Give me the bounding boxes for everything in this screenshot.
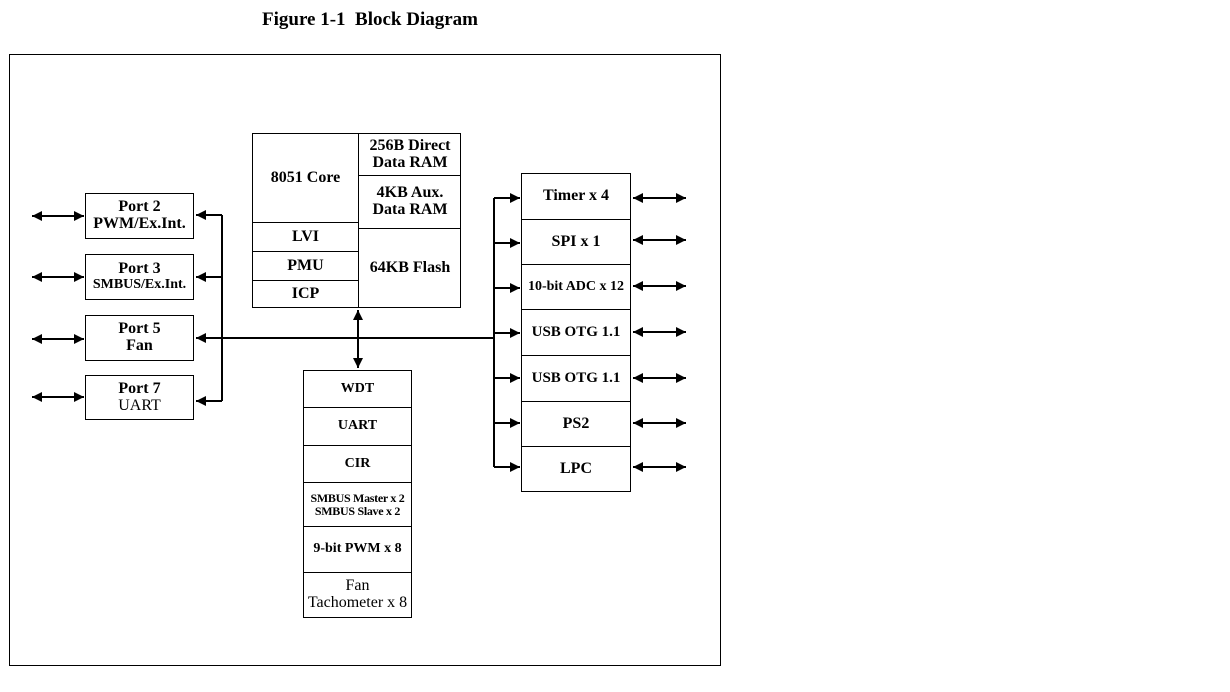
right-peripheral-stack: Timer x 4 SPI x 1 10-bit ADC x 12 USB OT… <box>521 173 631 492</box>
spi-label: SPI x 1 <box>551 232 601 250</box>
port-7-name: Port 7 <box>118 379 161 397</box>
lpc-block: LPC <box>522 447 630 491</box>
fan-tach-block: Fan Tachometer x 8 <box>304 573 411 617</box>
port-3-function: SMBUS/Ex.Int. <box>92 277 187 293</box>
uart-label: UART <box>337 418 378 434</box>
timer-block: Timer x 4 <box>522 174 630 220</box>
lpc-label: LPC <box>560 459 592 477</box>
port-7-box: Port 7 UART <box>85 375 194 420</box>
figure-title: Figure 1-1 Block Diagram <box>262 9 479 30</box>
wdt-block: WDT <box>304 371 411 408</box>
core-8051: 8051 Core <box>253 134 359 223</box>
ram-direct-line1: 256B Direct <box>369 136 451 154</box>
usb-otg-1-block: USB OTG 1.1 <box>522 310 630 356</box>
port-2-box: Port 2 PWM/Ex.Int. <box>85 193 194 239</box>
port-5-box: Port 5 Fan <box>85 315 194 361</box>
lvi-label: LVI <box>292 227 319 245</box>
smbus-block: SMBUS Master x 2 SMBUS Slave x 2 <box>304 483 411 527</box>
port-3-box: Port 3 SMBUS/Ex.Int. <box>85 254 194 300</box>
center-peripheral-stack: WDT UART CIR SMBUS Master x 2 SMBUS Slav… <box>303 370 412 618</box>
smbus-master-label: SMBUS Master x 2 <box>310 490 405 505</box>
timer-label: Timer x 4 <box>542 187 610 205</box>
spi-block: SPI x 1 <box>522 220 630 265</box>
adc-block: 10-bit ADC x 12 <box>522 265 630 310</box>
core-8051-label: 8051 Core <box>270 168 341 186</box>
flash-block: 64KB Flash <box>359 229 461 307</box>
usb-otg-2-block: USB OTG 1.1 <box>522 356 630 402</box>
pwm-label: 9-bit PWM x 8 <box>313 541 402 557</box>
diagram-frame <box>9 54 721 666</box>
port-7-function: UART <box>118 396 161 414</box>
lvi-block: LVI <box>253 223 359 252</box>
pmu-block: PMU <box>253 252 359 281</box>
cir-label: CIR <box>344 455 371 471</box>
fan-label: Fan <box>345 577 370 595</box>
core-block: 8051 Core 256B Direct Data RAM 4KB Aux. … <box>252 133 461 308</box>
ram-direct: 256B Direct Data RAM <box>359 134 461 176</box>
ram-aux-line2: Data RAM <box>372 201 448 218</box>
port-2-function: PWM/Ex.Int. <box>93 215 186 232</box>
wdt-label: WDT <box>340 380 375 396</box>
ram-aux: 4KB Aux. Data RAM <box>359 176 461 229</box>
usb-otg-1-label: USB OTG 1.1 <box>531 323 621 340</box>
icp-block: ICP <box>253 281 359 307</box>
ram-direct-line2: Data RAM <box>372 153 448 171</box>
port-5-name: Port 5 <box>118 320 161 338</box>
adc-label: 10-bit ADC x 12 <box>527 278 625 294</box>
ps2-label: PS2 <box>562 414 590 432</box>
port-5-function: Fan <box>126 337 153 354</box>
icp-label: ICP <box>291 284 320 302</box>
tachometer-label: Tachometer x 8 <box>307 594 408 611</box>
usb-otg-2-label: USB OTG 1.1 <box>531 369 621 386</box>
ram-aux-line1: 4KB Aux. <box>376 184 444 202</box>
uart-block: UART <box>304 408 411 446</box>
port-3-name: Port 3 <box>118 260 161 278</box>
cir-block: CIR <box>304 446 411 483</box>
ps2-block: PS2 <box>522 402 630 447</box>
port-2-name: Port 2 <box>118 198 161 216</box>
flash-label: 64KB Flash <box>369 258 451 276</box>
smbus-slave-label: SMBUS Slave x 2 <box>314 503 401 518</box>
pmu-label: PMU <box>287 256 324 274</box>
pwm-block: 9-bit PWM x 8 <box>304 527 411 573</box>
